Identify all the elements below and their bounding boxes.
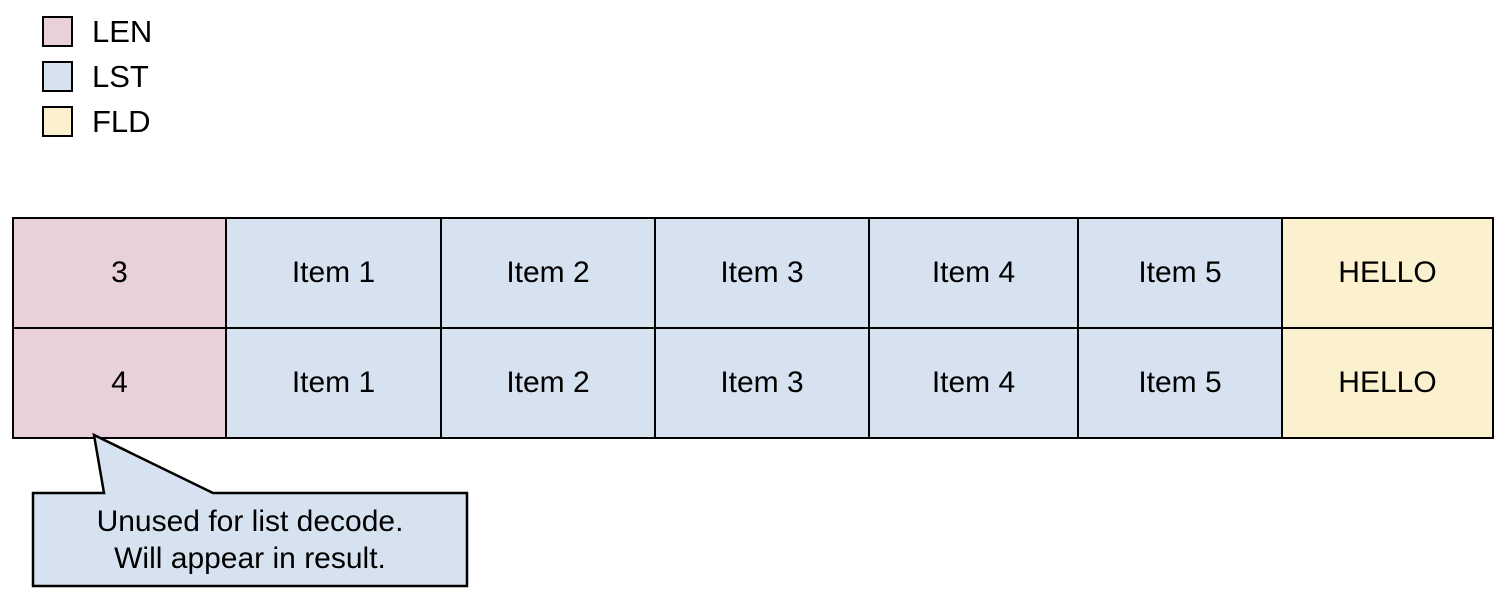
lst-cell-row1-item1: Item 1 bbox=[225, 217, 442, 329]
lst-cell-row1-item3: Item 3 bbox=[654, 217, 870, 329]
callout-bubble-shape bbox=[31, 432, 469, 588]
fld-cell-row1: HELLO bbox=[1281, 217, 1494, 329]
callout-line-1: Unused for list decode. bbox=[96, 504, 404, 538]
legend-item-fld: FLD bbox=[42, 106, 152, 137]
lst-color-swatch-icon bbox=[42, 61, 73, 92]
lst-cell-row2-item1: Item 1 bbox=[225, 327, 442, 439]
lst-cell-row2-item3: Item 3 bbox=[654, 327, 870, 439]
legend: LEN LST FLD bbox=[42, 16, 152, 137]
len-cell-row1: 3 bbox=[12, 217, 227, 329]
callout-text: Unused for list decode. Will appear in r… bbox=[33, 494, 467, 585]
legend-label-len: LEN bbox=[92, 14, 153, 49]
lst-cell-row1-item2: Item 2 bbox=[440, 217, 656, 329]
encoded-list-table: 3 Item 1 Item 2 Item 3 Item 4 Item 5 HEL… bbox=[12, 217, 1494, 439]
lst-cell-row1-item4: Item 4 bbox=[868, 217, 1079, 329]
lst-cell-row1-item5: Item 5 bbox=[1077, 217, 1283, 329]
lst-cell-row2-item5: Item 5 bbox=[1077, 327, 1283, 439]
len-color-swatch-icon bbox=[42, 16, 73, 47]
legend-item-lst: LST bbox=[42, 61, 152, 92]
legend-label-fld: FLD bbox=[92, 104, 151, 139]
fld-color-swatch-icon bbox=[42, 106, 73, 137]
table-row-1: 3 Item 1 Item 2 Item 3 Item 4 Item 5 HEL… bbox=[12, 217, 1494, 329]
legend-item-len: LEN bbox=[42, 16, 152, 47]
callout-line-2: Will appear in result. bbox=[114, 541, 386, 575]
table-row-2: 4 Item 1 Item 2 Item 3 Item 4 Item 5 HEL… bbox=[12, 327, 1494, 439]
lst-cell-row2-item4: Item 4 bbox=[868, 327, 1079, 439]
fld-cell-row2: HELLO bbox=[1281, 327, 1494, 439]
len-cell-row2: 4 bbox=[12, 327, 227, 439]
legend-label-lst: LST bbox=[92, 59, 149, 94]
lst-cell-row2-item2: Item 2 bbox=[440, 327, 656, 439]
